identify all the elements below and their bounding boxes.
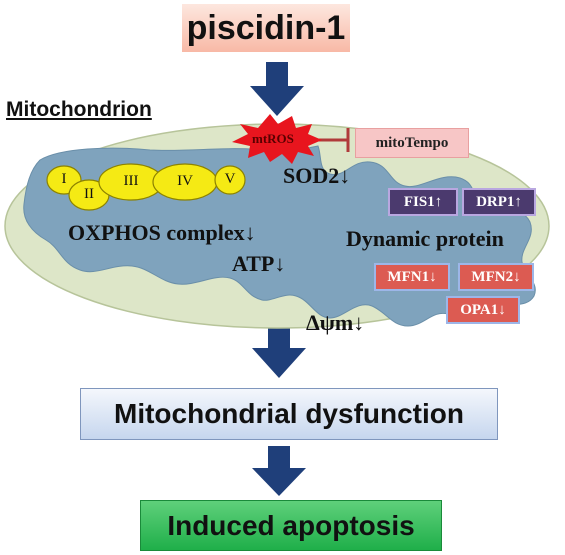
oxphos-label: OXPHOS complex↓ xyxy=(68,220,256,245)
inhibitor-box: mitoTempo xyxy=(355,128,469,158)
oxphos-complexes xyxy=(46,163,246,211)
section-label: Mitochondrion xyxy=(6,98,152,121)
arrow-down-icon xyxy=(250,62,304,116)
mtros-label: mtROS xyxy=(252,131,294,146)
arrow-down-icon xyxy=(252,322,306,378)
apoptosis-box: Induced apoptosis xyxy=(140,500,442,551)
burst-icon xyxy=(232,114,322,164)
complex-label: I xyxy=(61,171,67,187)
fis1-box: FIS1↑ xyxy=(388,188,458,216)
atp-label: ATP↓ xyxy=(232,251,286,276)
membrane-potential-label: Δψm↓ xyxy=(306,310,365,335)
complex-label: II xyxy=(84,186,94,202)
complex-label: III xyxy=(123,173,139,189)
dynamic-protein-label: Dynamic protein xyxy=(346,226,504,251)
drp1-box: DRP1↑ xyxy=(462,188,536,216)
arrow-down-icon xyxy=(252,446,306,496)
mfn1-box: MFN1↓ xyxy=(374,263,450,291)
complex-label: IV xyxy=(177,173,193,189)
sod2-label: SOD2↓ xyxy=(283,163,351,188)
mfn2-box: MFN2↓ xyxy=(458,263,534,291)
dysfunction-box: Mitochondrial dysfunction xyxy=(80,388,498,440)
title-box: piscidin-1 xyxy=(182,4,350,52)
opa1-box: OPA1↓ xyxy=(446,296,520,324)
complex-label: V xyxy=(224,171,236,187)
